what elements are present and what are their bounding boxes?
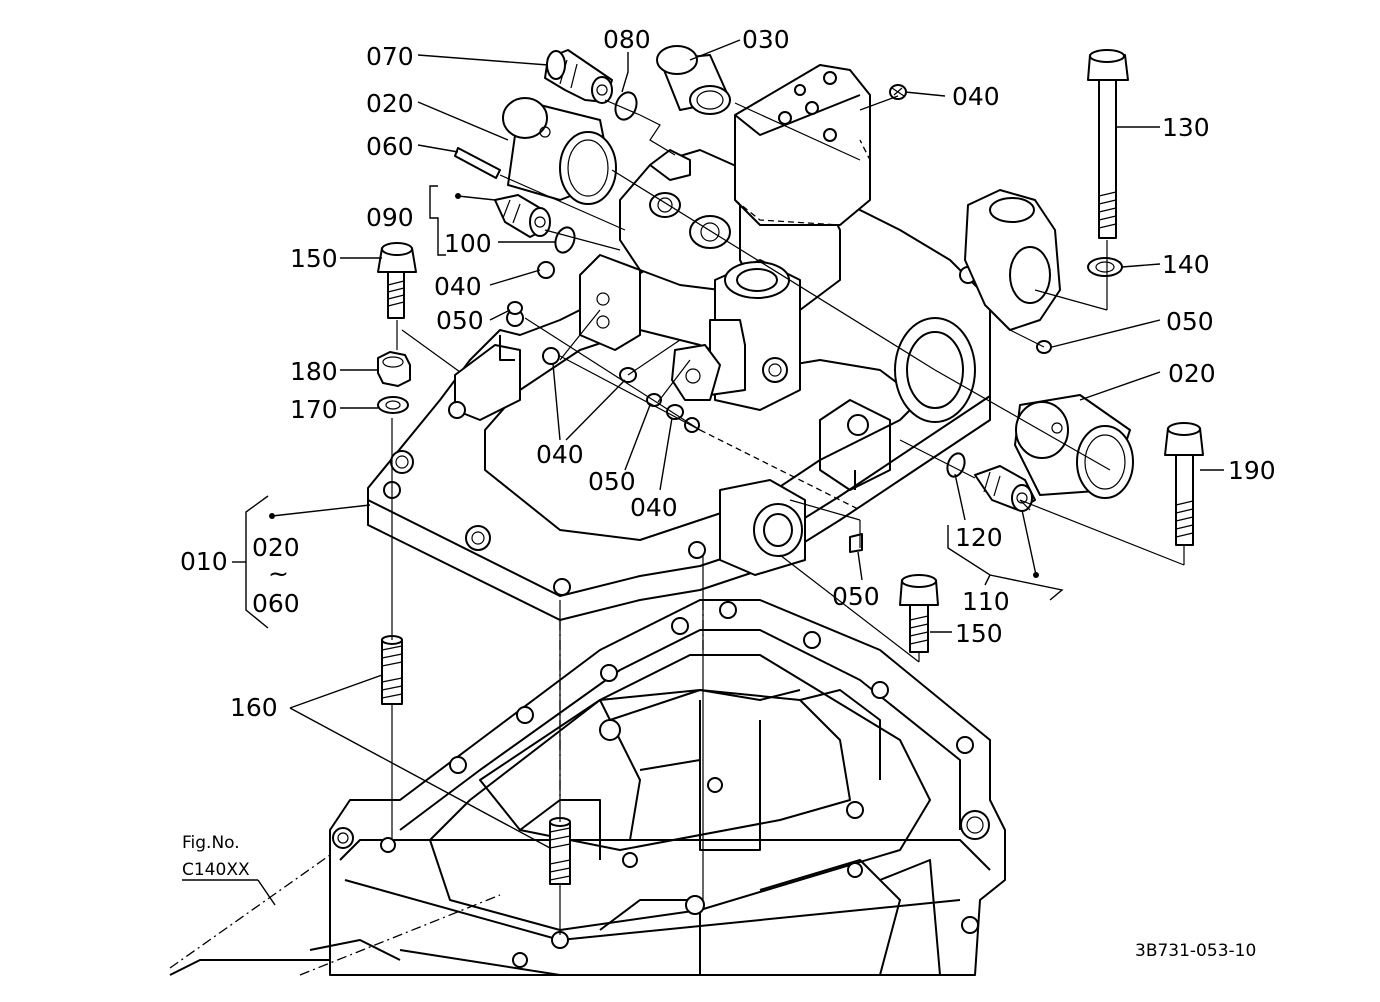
callout-150: 150	[955, 619, 1003, 648]
callout-070: 070	[366, 42, 414, 71]
callout-170: 170	[290, 395, 338, 424]
callout-150: 150	[290, 244, 338, 273]
part-020-sleeve-left	[502, 97, 617, 205]
part-170-washer	[377, 396, 409, 414]
part-190-bolt	[1164, 422, 1204, 546]
part-180-nut	[377, 351, 411, 387]
part-080-oring	[614, 91, 638, 121]
part-150-bolt-lower	[899, 574, 939, 653]
callout-040: 040	[952, 82, 1000, 111]
callout-040: 040	[434, 272, 482, 301]
part-050-plugs	[507, 301, 1052, 553]
part-150-bolt-upper	[377, 242, 417, 319]
callout-020: 020	[252, 533, 300, 562]
fig-label: Fig.No.	[182, 833, 240, 853]
part-090-fitting	[494, 194, 551, 238]
part-020-sleeve-right	[1014, 394, 1134, 499]
callout-100: 100	[444, 229, 492, 258]
callout-180: 180	[290, 357, 338, 386]
callout-110: 110	[962, 587, 1010, 616]
part-120-oring	[946, 452, 966, 478]
leader-lines	[182, 39, 1224, 906]
callout-040: 040	[536, 440, 584, 469]
callout-labels: 070 080 030 040 020 060 130 090 100 150 …	[180, 25, 1276, 961]
callout-090: 090	[366, 203, 414, 232]
callout-060: 060	[252, 589, 300, 618]
assembly-lines	[169, 95, 1185, 976]
callout-range-tilde: ~	[268, 559, 289, 588]
callout-050: 050	[832, 582, 880, 611]
callout-060: 060	[366, 132, 414, 161]
callout-050: 050	[588, 467, 636, 496]
part-070-fitting	[544, 49, 613, 104]
callout-020: 020	[1168, 359, 1216, 388]
callout-010: 010	[180, 547, 228, 576]
callout-030: 030	[742, 25, 790, 54]
transmission-case	[169, 599, 1006, 976]
callout-140: 140	[1162, 250, 1210, 279]
part-160-studs	[381, 635, 571, 885]
part-030-sleeve	[656, 45, 731, 115]
callout-040: 040	[630, 493, 678, 522]
part-100-oring	[554, 226, 576, 254]
callout-050: 050	[1166, 307, 1214, 336]
drawing-code: 3B731-053-10	[1135, 941, 1256, 961]
valve-block	[579, 64, 1061, 411]
part-110-fitting	[974, 465, 1036, 512]
callout-080: 080	[603, 25, 651, 54]
part-060-pin	[454, 147, 501, 179]
callout-050: 050	[436, 306, 484, 335]
callout-120: 120	[955, 523, 1003, 552]
callout-130: 130	[1162, 113, 1210, 142]
callout-020: 020	[366, 89, 414, 118]
part-140-washer	[1087, 257, 1123, 277]
callout-190: 190	[1228, 456, 1276, 485]
callout-160: 160	[230, 693, 278, 722]
fig-number: C140XX	[182, 860, 250, 880]
part-130-long-bolt	[1087, 49, 1129, 239]
